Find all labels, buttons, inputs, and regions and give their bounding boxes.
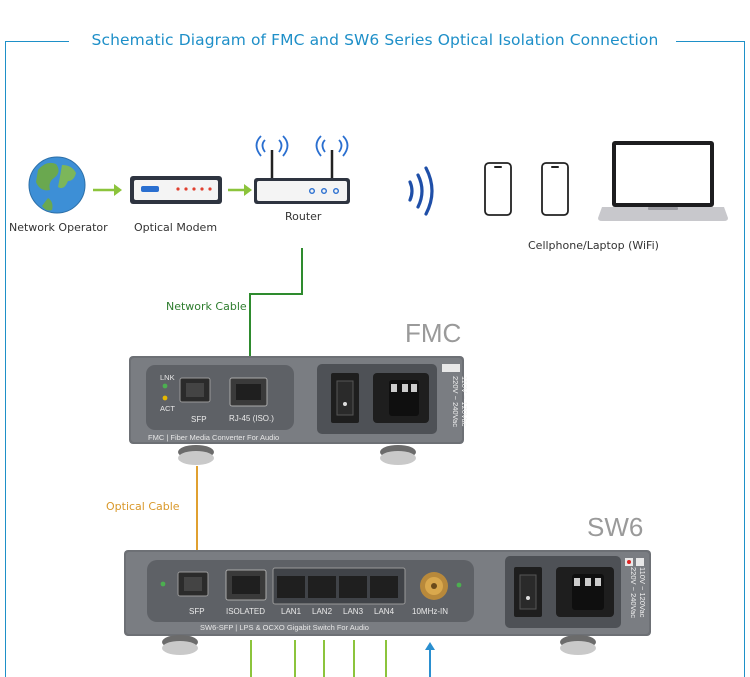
- sw6-model-label: SW6: [587, 512, 644, 542]
- modem-icon: [130, 176, 222, 204]
- clock-input-arrow-icon: [425, 642, 435, 677]
- sw6-device: [124, 550, 651, 655]
- fmc-model-label: FMC: [405, 318, 462, 348]
- clients-label: Cellphone/Laptop (WiFi): [528, 239, 659, 252]
- sw6-clock-label: 10MHz-IN: [412, 607, 449, 616]
- frame-right: [744, 41, 745, 677]
- fmc-voltage-2: 220V ~ 240Vac: [451, 376, 460, 427]
- sw6-voltage-label: 110V ~ 120Vac 220V ~ 240Vac: [629, 567, 647, 631]
- sw6-isolated-label: ISOLATED: [226, 607, 265, 616]
- fmc-caption: FMC | Fiber Media Converter For Audio: [148, 433, 280, 442]
- network-cable-label: Network Cable: [166, 300, 247, 313]
- fmc-voltage-label: 110V ~ 120Vac 220V ~ 240Vac: [451, 376, 469, 436]
- globe-icon: [28, 156, 86, 214]
- optical-cable-label: Optical Cable: [106, 500, 180, 513]
- sw6-lan2-label: LAN2: [312, 607, 333, 616]
- sw6-voltage-2: 220V ~ 240Vac: [629, 567, 638, 618]
- laptop-icon: [598, 141, 728, 221]
- sw6-lan3-label: LAN3: [343, 607, 364, 616]
- fmc-led-lnk-label: LNK: [160, 373, 175, 382]
- frame-top-left: [5, 41, 69, 42]
- sw6-voltage-1: 110V ~ 120Vac: [638, 567, 647, 618]
- sw6-caption: SW6-SFP | LPS & OCXO Gigabit Switch For …: [200, 623, 369, 632]
- sw6-lan1-label: LAN1: [281, 607, 302, 616]
- network-operator-label: Network Operator: [9, 221, 108, 234]
- sw6-sfp-label: SFP: [189, 607, 205, 616]
- network-cable-line: [249, 248, 303, 360]
- fmc-rj45-label: RJ-45 (ISO.): [229, 414, 274, 423]
- diagram-title: Schematic Diagram of FMC and SW6 Series …: [0, 31, 750, 49]
- fmc-led-act-label: ACT: [160, 404, 175, 413]
- cellphone-icon: [484, 162, 512, 216]
- cellphone-icon: [541, 162, 569, 216]
- router-icon: [254, 135, 350, 204]
- sw6-lan4-label: LAN4: [374, 607, 395, 616]
- arrow-icon: [228, 184, 252, 196]
- frame-left: [5, 41, 6, 677]
- router-label: Router: [285, 210, 322, 223]
- arrow-icon: [93, 184, 122, 196]
- fmc-device: [129, 356, 464, 465]
- frame-top-right: [676, 41, 745, 42]
- fmc-sfp-label: SFP: [191, 415, 207, 424]
- optical-modem-label: Optical Modem: [134, 221, 218, 234]
- wifi-signal-icon: [408, 166, 434, 216]
- fmc-voltage-1: 110V ~ 120Vac: [460, 376, 469, 427]
- lan-cable-lines: [250, 640, 387, 677]
